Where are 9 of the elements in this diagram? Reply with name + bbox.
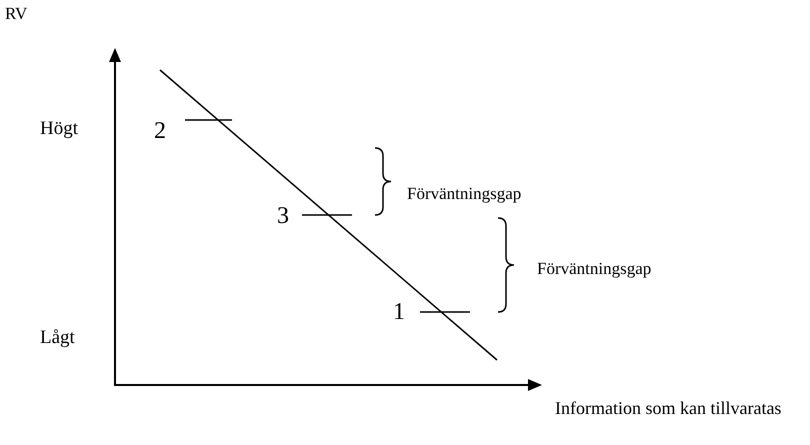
level-label: Lågt bbox=[40, 326, 75, 350]
axis-label: Information som kan tillvaratas bbox=[555, 397, 782, 420]
point-number: 2 bbox=[154, 117, 166, 146]
point-number: 1 bbox=[393, 298, 405, 327]
point-number: 3 bbox=[277, 202, 289, 231]
gap-label: Förväntningsgap bbox=[407, 183, 522, 204]
level-label: Högt bbox=[40, 117, 78, 141]
gap-label: Förväntningsgap bbox=[537, 258, 652, 280]
axis-label: RV bbox=[5, 3, 28, 24]
